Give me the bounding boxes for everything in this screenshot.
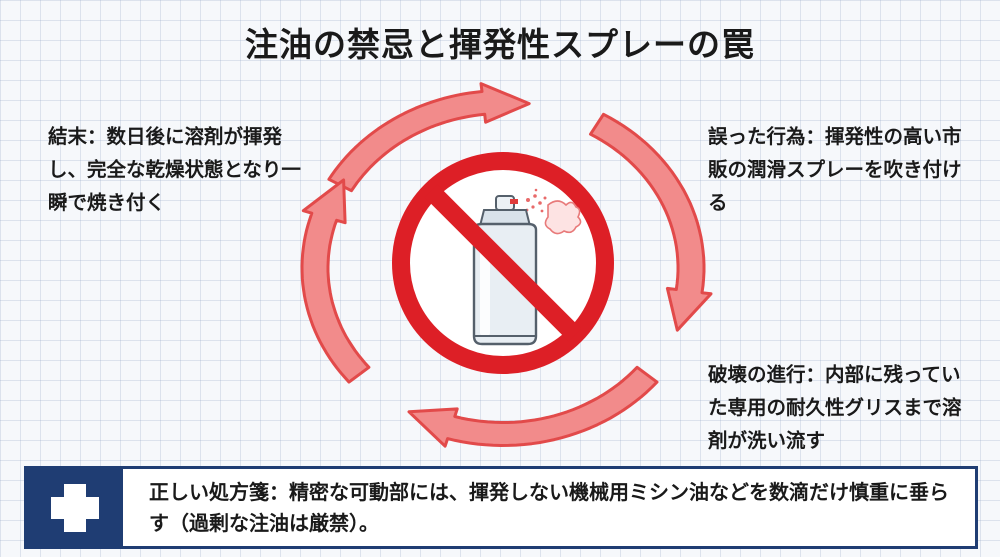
no-spray-icon bbox=[392, 152, 614, 374]
arrow-right bbox=[589, 112, 713, 332]
correct-remedy-banner: 正しい処方箋：精密な可動部には、揮発しない機械用ミシン油などを数滴だけ慎重に垂ら… bbox=[24, 466, 978, 549]
plus-icon bbox=[27, 469, 123, 546]
note-wrong-action: 誤った行為：揮発性の高い市販の潤滑スプレーを吹き付ける bbox=[708, 125, 962, 214]
note-consequence: 結末：数日後に溶剤が揮発し、完全な乾燥状態となり一瞬で焼き付く bbox=[48, 125, 301, 214]
cycle-arrows bbox=[300, 82, 713, 448]
note-destruction: 破壊の進行：内部に残っていた専用の耐久性グリスまで溶剤が洗い流す bbox=[708, 363, 962, 452]
arrow-top bbox=[327, 82, 531, 193]
page-title: 注油の禁忌と揮発性スプレーの罠 bbox=[245, 25, 755, 64]
arrow-bottom bbox=[407, 365, 659, 448]
prohibit-slash bbox=[424, 184, 582, 342]
arrow-left bbox=[300, 178, 371, 384]
remedy-text: 正しい処方箋：精密な可動部には、揮発しない機械用ミシン油などを数滴だけ慎重に垂ら… bbox=[149, 480, 949, 535]
